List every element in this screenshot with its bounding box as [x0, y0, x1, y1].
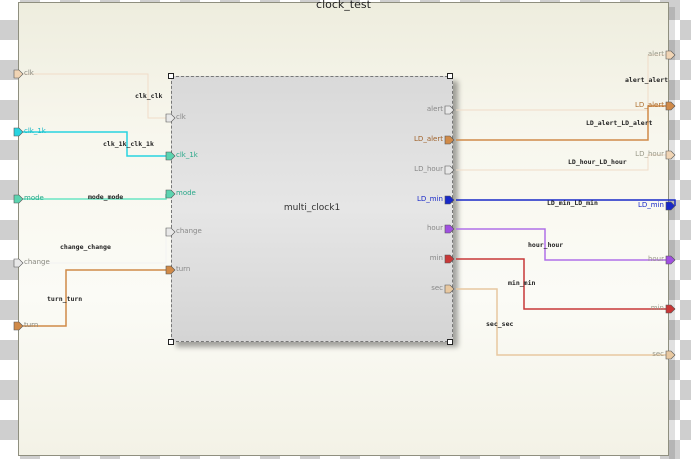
top-input-port-turn[interactable]	[13, 321, 24, 331]
inst-input-label-clk_1k: clk_1k	[176, 151, 198, 159]
net-label-hour: hour_hour	[528, 241, 564, 249]
instance-block[interactable]	[171, 76, 453, 342]
wire-clk[interactable]	[23, 73, 166, 119]
inst-input-port-change[interactable]	[165, 227, 176, 237]
inst-input-port-clk[interactable]	[165, 113, 176, 123]
net-label-sec: sec_sec	[486, 320, 514, 328]
inst-input-label-mode: mode	[176, 189, 196, 197]
inst-output-label-LD_min: LD_min	[417, 195, 443, 203]
top-output-port-min[interactable]	[665, 304, 676, 314]
resize-handle-tl[interactable]	[168, 73, 174, 79]
inst-input-label-clk: clk	[176, 113, 186, 121]
wire-LD_min[interactable]	[456, 199, 676, 206]
top-input-port-change[interactable]	[13, 258, 24, 268]
wire-change[interactable]	[23, 232, 167, 264]
inst-output-port-min[interactable]	[444, 254, 455, 264]
inst-output-label-sec: sec	[431, 284, 443, 292]
top-output-label-sec: sec	[652, 350, 664, 358]
net-label-turn: turn_turn	[47, 295, 83, 303]
top-input-port-clk[interactable]	[13, 69, 24, 79]
resize-handle-tr[interactable]	[447, 73, 453, 79]
top-output-port-LD_alert[interactable]	[665, 101, 676, 111]
top-output-label-min: min	[650, 304, 664, 312]
net-label-LD_min: LD_min_LD_min	[547, 199, 598, 207]
top-output-label-alert: alert	[647, 50, 664, 58]
instance-title: multi_clock1	[283, 203, 341, 213]
top-output-label-LD_alert: LD_alert	[635, 101, 664, 109]
net-label-change: change_change	[60, 243, 111, 251]
wire-turn[interactable]	[23, 269, 166, 327]
inst-input-port-turn[interactable]	[165, 265, 176, 275]
net-label-mode: mode_mode	[88, 193, 124, 201]
wire-LD_hour[interactable]	[456, 154, 675, 171]
inst-input-port-mode[interactable]	[165, 189, 176, 199]
inst-output-port-LD_alert[interactable]	[444, 135, 455, 145]
net-label-alert: alert_alert	[625, 76, 669, 84]
inst-input-label-turn: turn	[176, 265, 191, 273]
net-label-LD_hour: LD_hour_LD_hour	[568, 158, 627, 166]
inst-output-port-hour[interactable]	[444, 224, 455, 234]
resize-handle-br[interactable]	[447, 339, 453, 345]
wire-LD_alert[interactable]	[456, 105, 675, 141]
top-input-label-clk_1k: clk_1k	[24, 127, 46, 135]
inst-output-label-alert: alert	[426, 105, 443, 113]
top-input-label-turn: turn	[24, 321, 39, 329]
top-output-port-LD_hour[interactable]	[665, 150, 676, 160]
inst-output-label-LD_hour: LD_hour	[414, 165, 443, 173]
top-output-port-LD_min[interactable]	[665, 201, 676, 211]
net-label-LD_alert: LD_alert_LD_alert	[586, 119, 653, 127]
inst-output-label-min: min	[429, 254, 443, 262]
inst-input-port-clk_1k[interactable]	[165, 151, 176, 161]
inst-output-label-hour: hour	[426, 224, 443, 232]
net-label-clk: clk_clk	[135, 92, 163, 100]
inst-output-port-LD_hour[interactable]	[444, 165, 455, 175]
inst-output-port-sec[interactable]	[444, 284, 455, 294]
inst-output-label-LD_alert: LD_alert	[414, 135, 443, 143]
top-output-port-alert[interactable]	[665, 50, 676, 60]
top-input-port-mode[interactable]	[13, 194, 24, 204]
top-output-label-LD_min: LD_min	[638, 201, 664, 209]
wire-clk_1k[interactable]	[23, 131, 166, 157]
top-output-label-hour: hour	[647, 255, 664, 263]
top-input-port-clk_1k[interactable]	[13, 127, 24, 137]
wire-min[interactable]	[456, 258, 675, 310]
inst-output-port-LD_min[interactable]	[444, 195, 455, 205]
top-input-label-mode: mode	[24, 194, 44, 202]
inst-input-label-change: change	[176, 227, 202, 235]
top-input-label-clk: clk	[24, 69, 34, 77]
wire-alert[interactable]	[456, 54, 675, 111]
top-output-port-hour[interactable]	[665, 255, 676, 265]
inst-output-port-alert[interactable]	[444, 105, 455, 115]
top-input-label-change: change	[24, 258, 50, 266]
wire-sec[interactable]	[456, 288, 675, 356]
top-output-port-sec[interactable]	[665, 350, 676, 360]
top-module-title: clock_test	[316, 0, 371, 11]
resize-handle-bl[interactable]	[168, 339, 174, 345]
net-label-clk_1k: clk_1k_clk_1k	[103, 140, 154, 148]
wire-hour[interactable]	[456, 228, 675, 261]
net-label-min: min_min	[508, 279, 536, 287]
top-output-label-LD_hour: LD_hour	[635, 150, 664, 158]
